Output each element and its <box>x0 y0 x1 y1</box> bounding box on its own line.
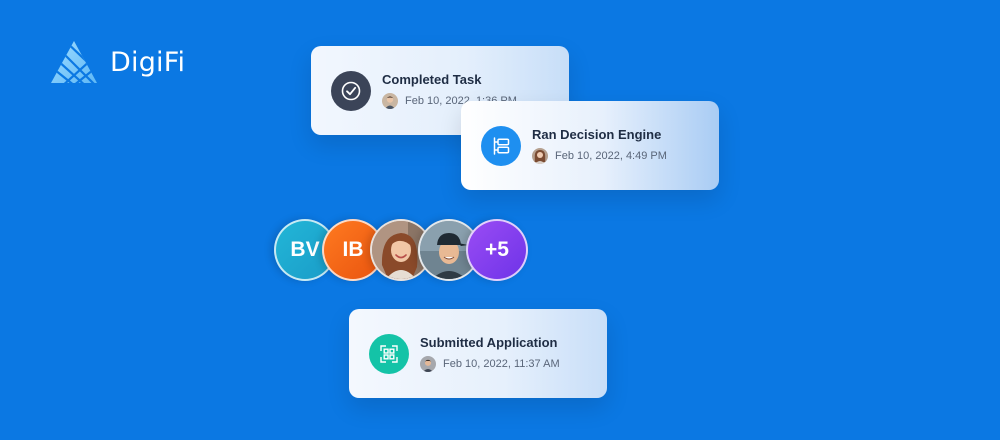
pyramid-logo-icon <box>51 41 97 83</box>
activity-card-submitted-application[interactable]: Submitted Application Feb 10, 2022, 11:3… <box>349 309 607 398</box>
avatar-overflow-count[interactable]: +5 <box>466 219 528 281</box>
avatar-photo-man[interactable] <box>418 219 480 281</box>
team-avatar-stack[interactable]: BV IB +5 <box>274 219 530 281</box>
avatar-photo-woman[interactable] <box>370 219 432 281</box>
activity-title: Completed Task <box>382 72 482 87</box>
brand-logo[interactable]: DigiFi <box>50 40 185 84</box>
user-avatar <box>532 148 548 164</box>
activity-title: Submitted Application <box>420 335 558 350</box>
check-circle-icon <box>331 70 371 111</box>
user-avatar <box>420 356 436 372</box>
user-avatar <box>382 93 398 109</box>
activity-timestamp: Feb 10, 2022, 11:37 AM <box>443 358 560 370</box>
activity-timestamp: Feb 10, 2022, 4:49 PM <box>555 150 667 162</box>
activity-card-decision-engine[interactable]: Ran Decision Engine Feb 10, 2022, 4:49 P… <box>461 101 719 190</box>
decision-flow-icon <box>481 125 521 166</box>
activity-title: Ran Decision Engine <box>532 127 662 142</box>
grid-icon <box>369 333 409 374</box>
brand-name: DigiFi <box>110 46 186 78</box>
